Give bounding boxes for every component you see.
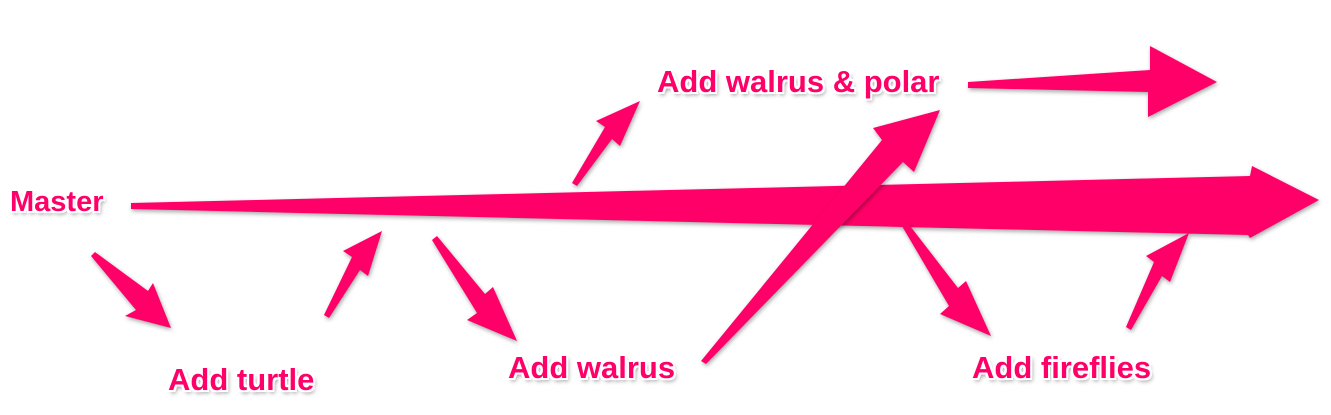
polar-branch-arrow-icon bbox=[968, 46, 1217, 117]
master-to-fireflies-arrow-icon bbox=[902, 222, 991, 336]
turtle-merge-arrow-icon bbox=[324, 231, 382, 318]
walrus-to-polar-arrow-icon bbox=[701, 110, 940, 364]
add-fireflies-label: Add fireflies bbox=[972, 350, 1152, 385]
master-to-polar-arrow-icon bbox=[572, 101, 640, 186]
add-walrus-label: Add walrus bbox=[508, 350, 676, 385]
master-to-walrus-arrow-icon bbox=[432, 236, 517, 341]
master-label: Master bbox=[10, 186, 104, 218]
add-walrus-polar-label: Add walrus & polar bbox=[657, 64, 940, 99]
fireflies-merge-arrow-icon bbox=[1126, 233, 1189, 330]
add-turtle-label: Add turtle bbox=[168, 362, 315, 397]
master-to-turtle-arrow-icon bbox=[91, 252, 171, 328]
master-branch-arrow-icon bbox=[131, 166, 1319, 238]
